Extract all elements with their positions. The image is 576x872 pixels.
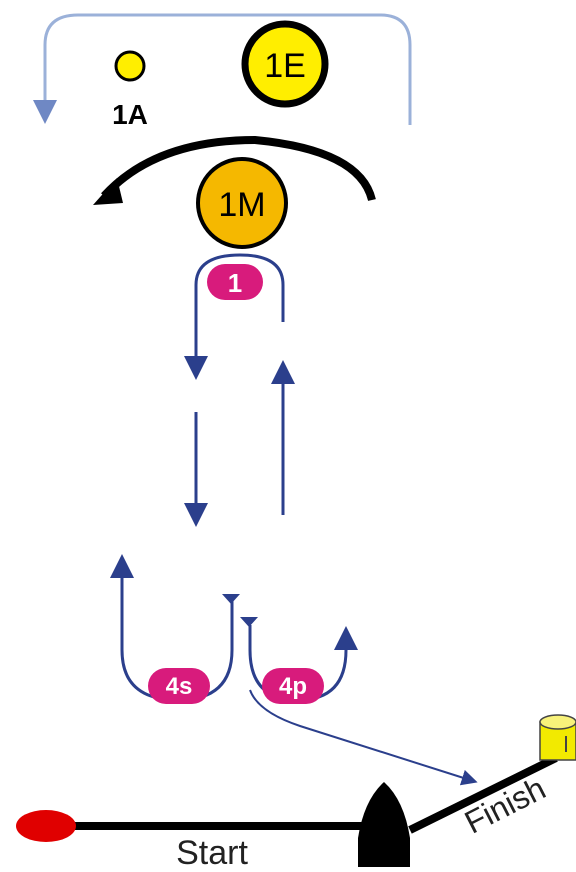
mark-1m-label: 1M (218, 186, 265, 224)
finish-line (408, 754, 558, 834)
mark-1-label: 1 (228, 268, 242, 298)
rounding-arrow-head (93, 178, 123, 205)
committee-boat (358, 782, 410, 867)
mark-4s-label: 4s (166, 673, 193, 700)
mark-1-rounding-path (184, 253, 285, 380)
start-label: Start (176, 834, 248, 867)
mark-4s (148, 668, 210, 704)
mark-4p (262, 668, 324, 704)
mark-1 (207, 264, 263, 300)
mark-1a (114, 50, 146, 82)
gate-entry-arrow-right (240, 617, 258, 627)
finish-mark-buoy (539, 714, 576, 761)
start-pin-mark (16, 810, 76, 842)
finish-leg-path (249, 689, 478, 786)
mark-4p-label: 4p (279, 673, 307, 700)
top-rounding-path (33, 13, 412, 125)
rounding-arrow (101, 135, 376, 202)
mark-1a-label: 1A (112, 99, 148, 130)
mark-1e (241, 20, 329, 108)
gate-entry-arrow-left (222, 594, 240, 604)
mark-1e-label: 1E (264, 47, 306, 85)
mark-1m (196, 157, 288, 249)
